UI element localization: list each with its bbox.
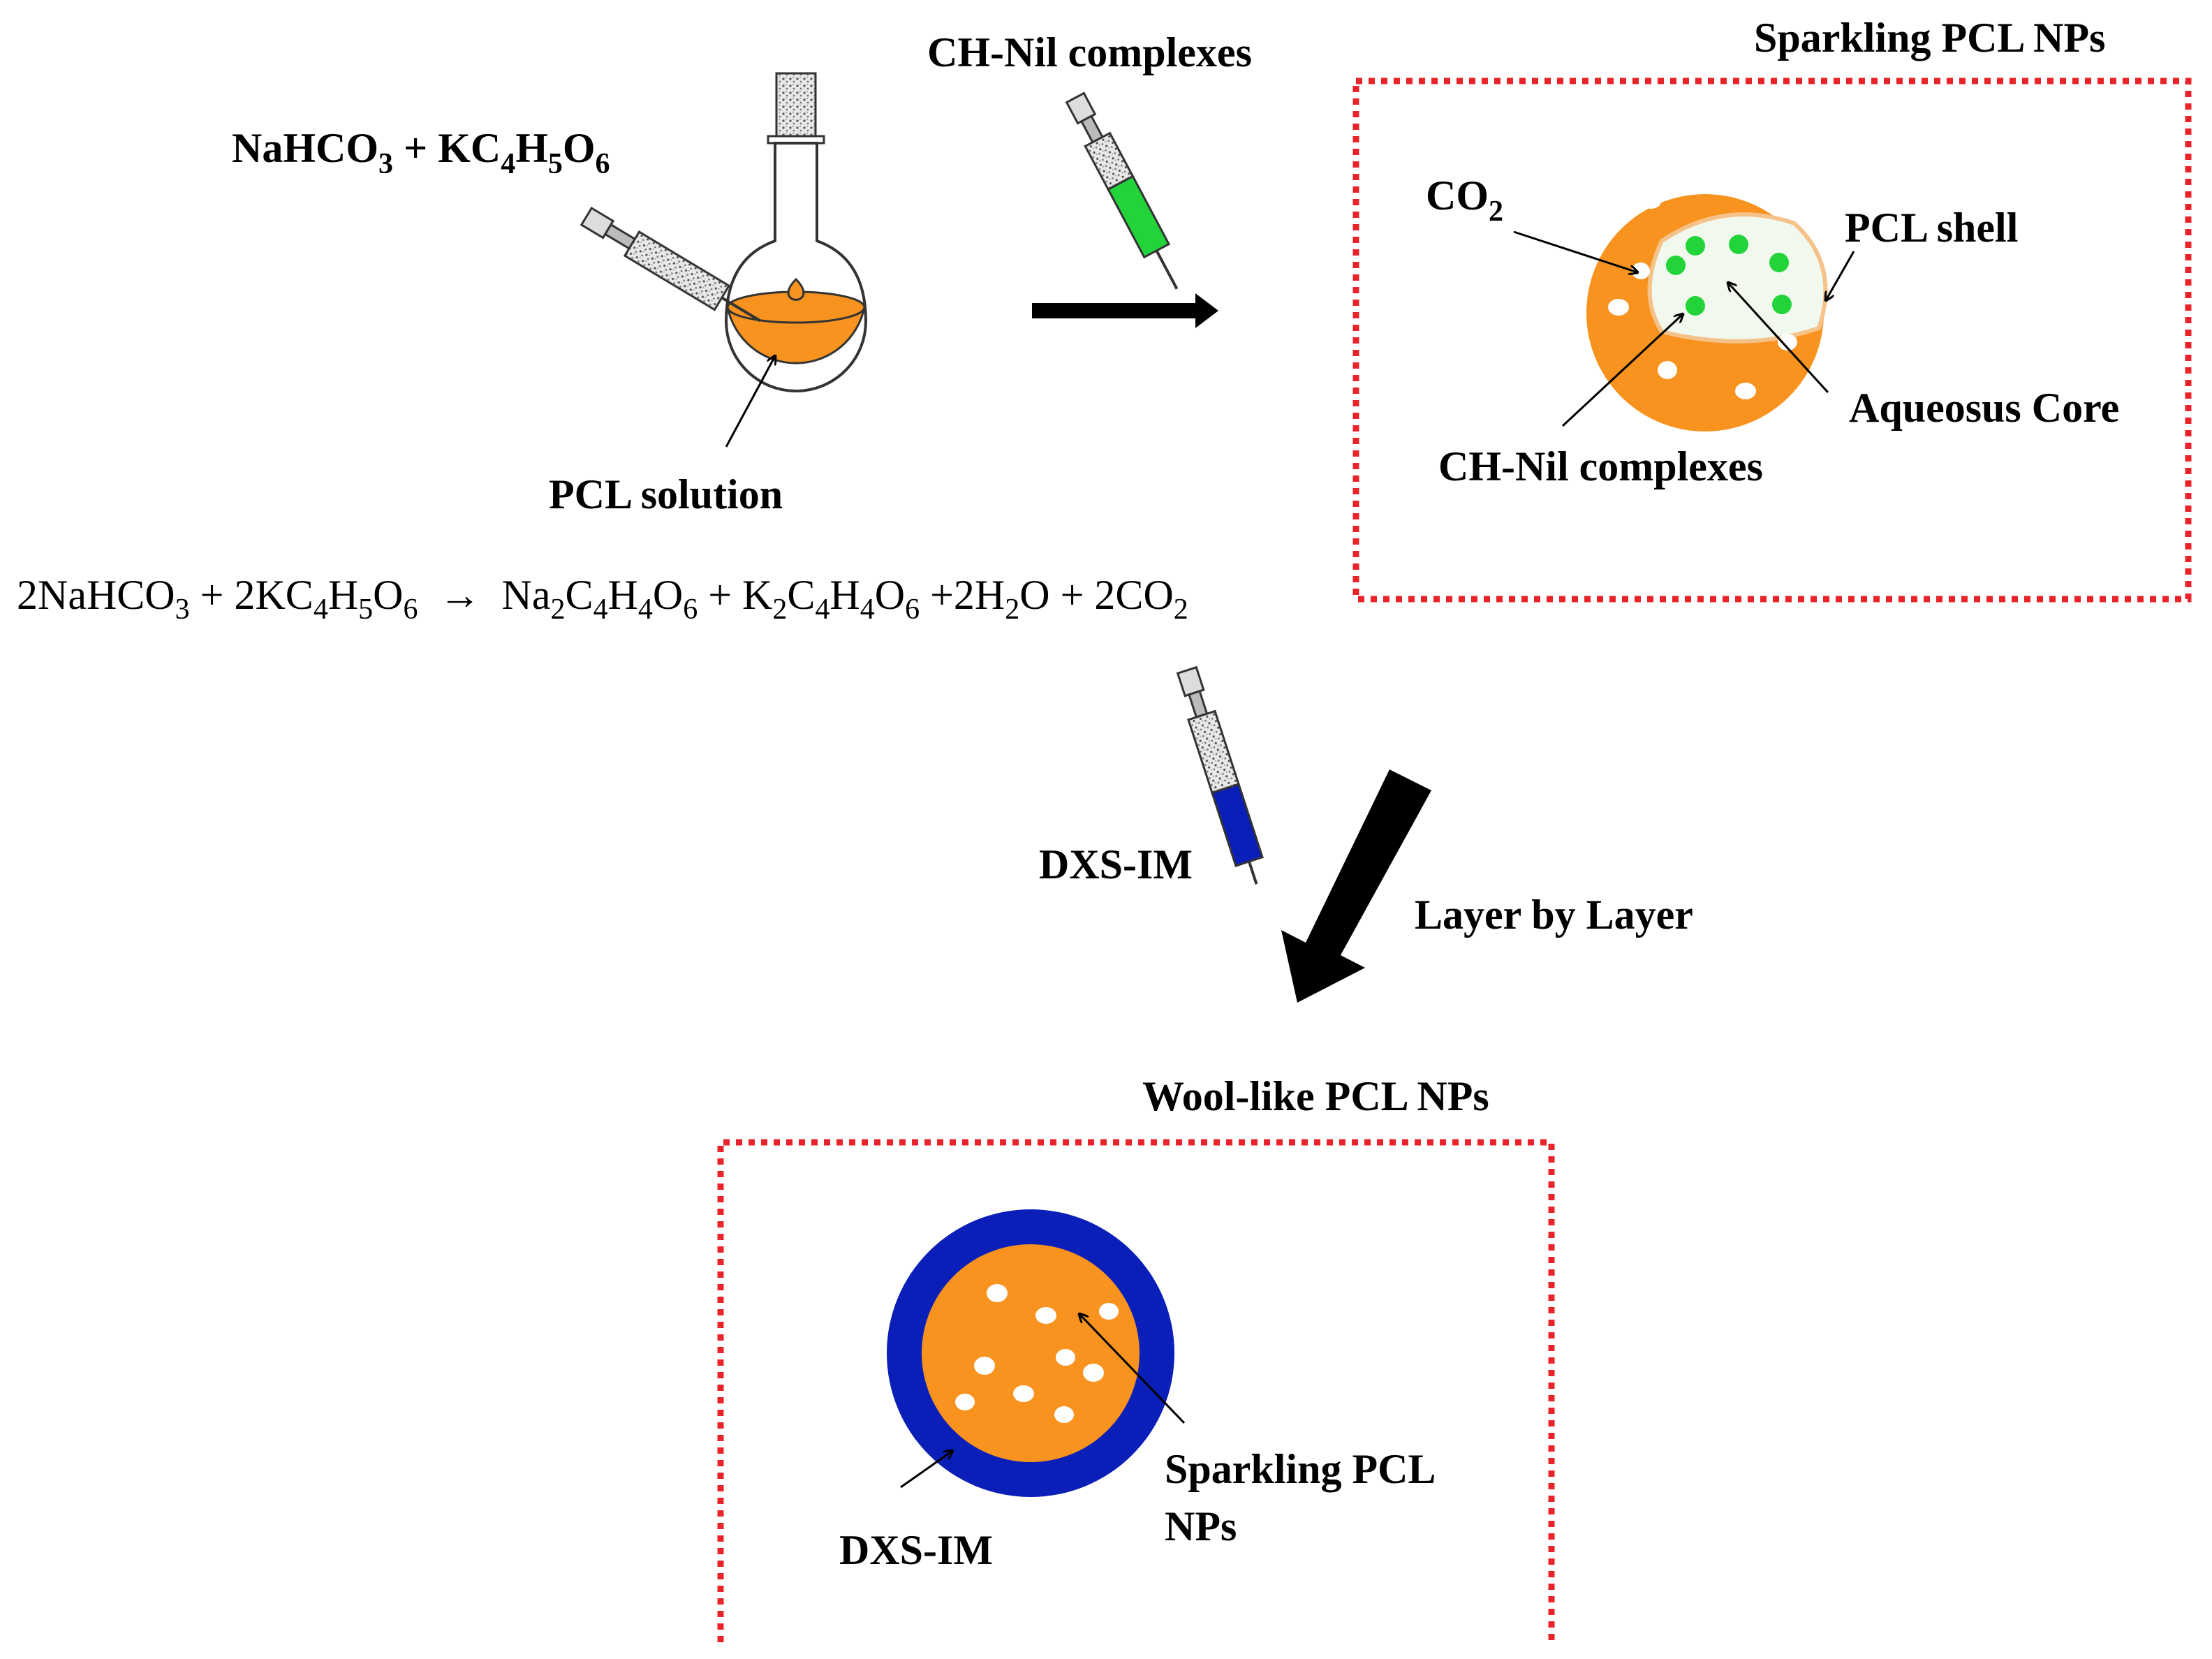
round-bottom-flask <box>724 72 868 392</box>
sparkling-nanoparticle <box>1586 191 1828 432</box>
aqueous-core <box>1647 212 1828 344</box>
pcl-solution-pointer <box>725 356 775 448</box>
dxs-im-shell-label: DXS-IM <box>839 1527 993 1573</box>
reaction-equation: 2NaHCO3 + 2KC4H5O6→Na2C4H4O6 + K2C4H4O6 … <box>17 572 1188 626</box>
reagents-label: NaHCO3 + KC4H5O6 <box>232 125 610 180</box>
sparkling-box-title: Sparkling PCL NPs <box>1754 15 2105 61</box>
wool-like-nanoparticle <box>887 1209 1174 1497</box>
ch-nil-pointer <box>1561 314 1683 427</box>
pcl-shell-pointer <box>1826 251 1855 300</box>
layer-by-layer-arrow <box>1281 769 1431 1003</box>
droplet-icon <box>787 277 805 301</box>
sparkling-core-pointer <box>1079 1314 1186 1424</box>
pcl-shell-label: PCL shell <box>1845 205 2018 251</box>
flask-stopper <box>775 72 817 138</box>
dxs-im-label: DXS-IM <box>1039 841 1193 887</box>
co2-label: CO2 <box>1426 172 1503 228</box>
svg-text:NaHCO3 + KC4H5O6: NaHCO3 + KC4H5O6 <box>232 125 610 180</box>
ch-nil-complexes-label: CH-Nil complexes <box>927 29 1252 75</box>
syringe-icon <box>580 206 761 323</box>
pcl-solution-label: PCL solution <box>549 471 783 517</box>
green-syringe-icon <box>1065 91 1179 290</box>
ch-nil-box-label: CH-Nil complexes <box>1438 443 1763 489</box>
aqueous-core-pointer <box>1728 283 1829 394</box>
sparkling-pcl-nps-box <box>1352 78 2192 603</box>
sparkling-pcl-label-line1: Sparkling PCL <box>1165 1446 1436 1492</box>
blue-syringe-icon <box>1176 665 1264 885</box>
sparkling-pcl-label-line2: NPs <box>1165 1503 1237 1549</box>
layer-by-layer-label: Layer by Layer <box>1415 892 1693 938</box>
dxs-im-shell-pointer <box>900 1451 952 1489</box>
wool-box-title: Wool-like PCL NPs <box>1142 1073 1489 1119</box>
process-arrow-right <box>1032 293 1218 328</box>
co2-pointer <box>1513 230 1637 272</box>
aqueous-core-label: Aqueosus Core <box>1849 385 2119 431</box>
